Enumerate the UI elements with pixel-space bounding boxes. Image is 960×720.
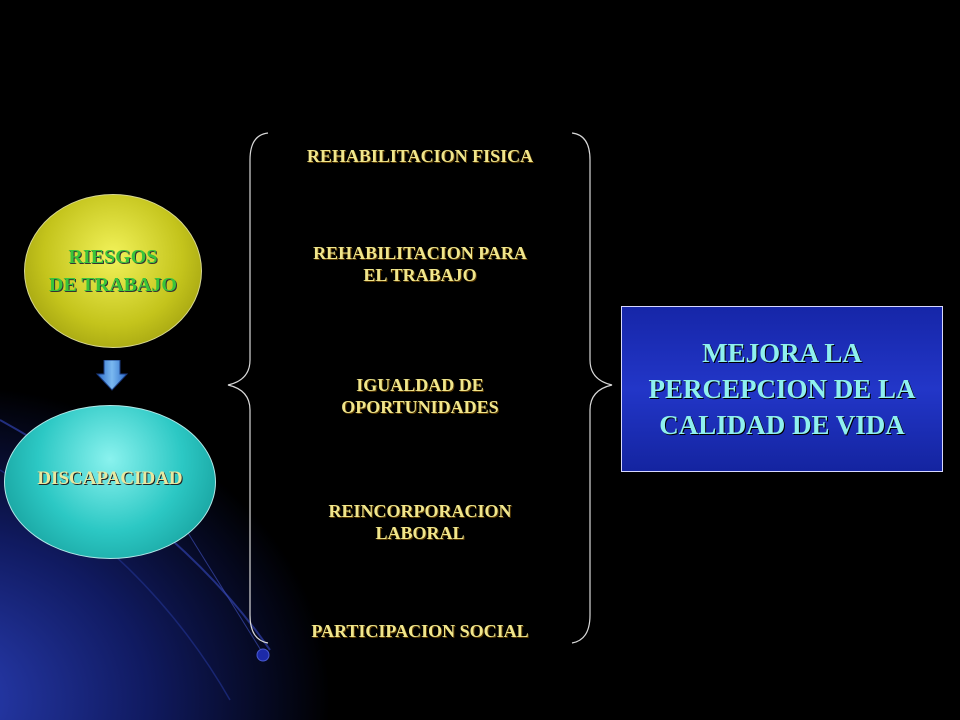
intervention-item-3: IGUALDAD DE OPORTUNIDADES	[341, 375, 499, 417]
intervention-item-4: REINCORPORACION LABORAL	[328, 501, 512, 543]
result-box: MEJORA LA PERCEPCION DE LA CALIDAD DE VI…	[621, 306, 943, 472]
right-brace	[571, 132, 613, 644]
down-arrow-icon	[96, 360, 128, 391]
decorative-dot	[256, 648, 270, 662]
discapacidad-label: DISCAPACIDAD	[37, 468, 183, 489]
intervention-item-2: REHABILITACION PARA EL TRABAJO	[313, 243, 527, 285]
result-text: MEJORA LA PERCEPCION DE LA CALIDAD DE VI…	[648, 338, 916, 440]
left-brace	[227, 132, 269, 644]
discapacidad-oval: DISCAPACIDAD	[4, 405, 216, 559]
riesgos-label-line2: DE TRABAJO	[49, 274, 177, 296]
riesgos-oval: RIESGOS DE TRABAJO	[24, 194, 202, 348]
intervention-item-1: REHABILITACION FISICA	[306, 146, 534, 166]
intervention-item-5: PARTICIPACION SOCIAL	[311, 621, 529, 641]
riesgos-label-line1: RIESGOS	[68, 246, 158, 268]
